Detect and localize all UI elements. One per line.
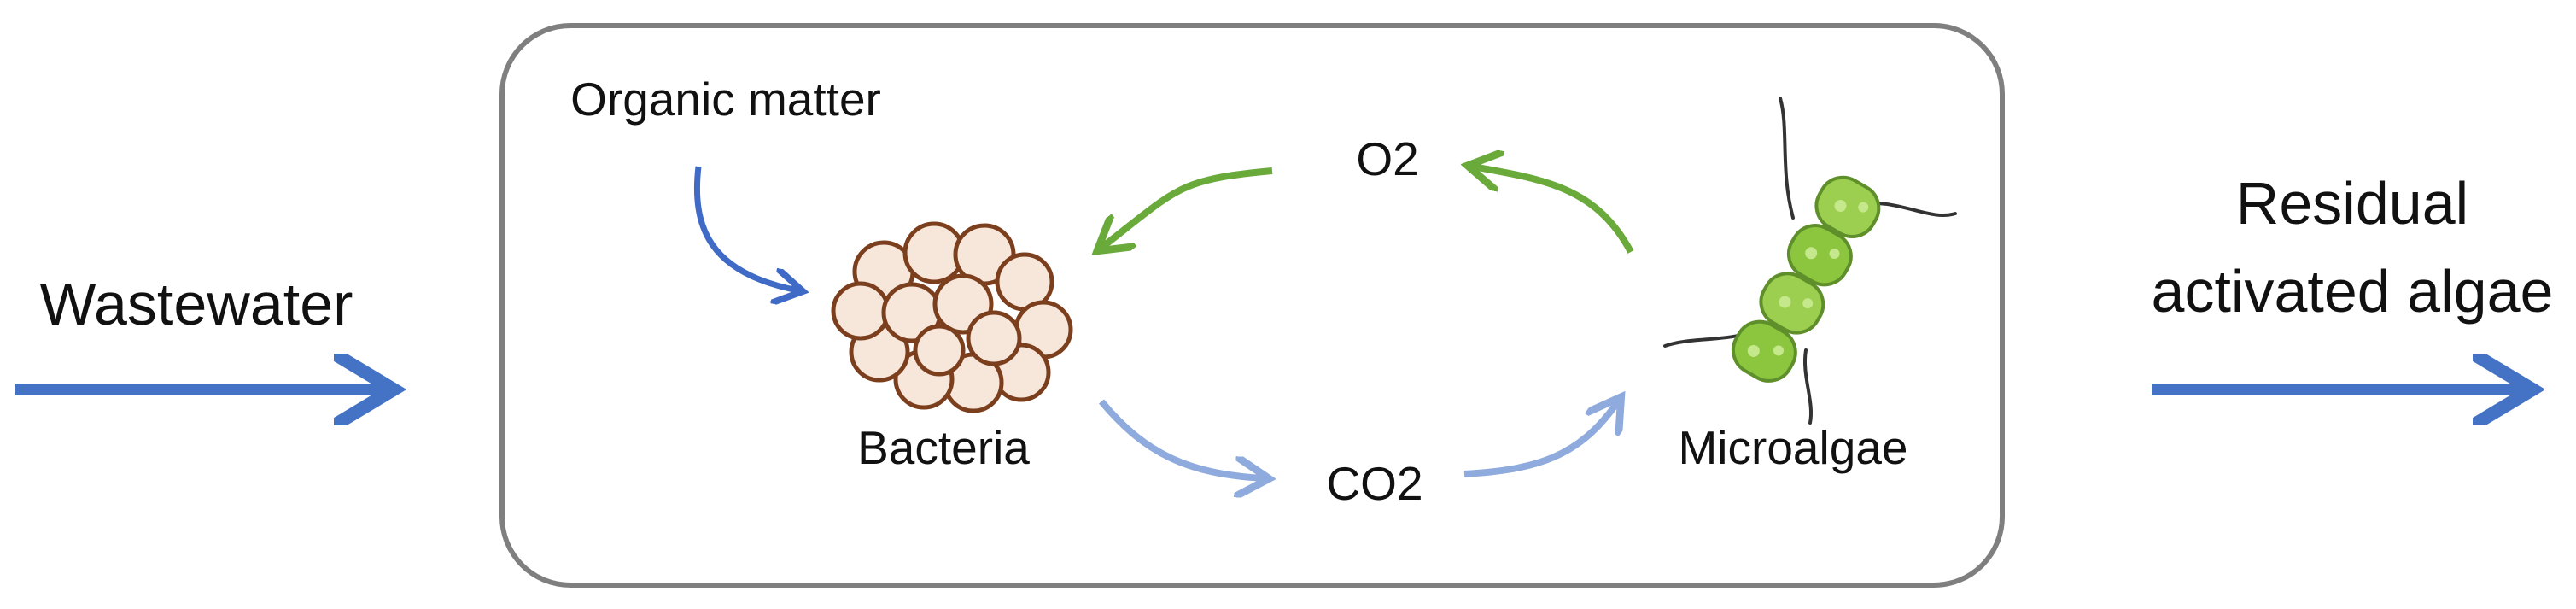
bacteria-label: Bacteria <box>857 421 1030 474</box>
microalgae-label: Microalgae <box>1678 421 1907 474</box>
microalgae-to-o2-arrow <box>1473 167 1634 254</box>
bacteria-to-co2-arrow <box>1098 399 1264 478</box>
input-label: Wastewater <box>40 271 353 337</box>
reactor-box <box>499 23 2005 588</box>
output-label-line2: activated algae <box>2152 258 2554 325</box>
o2-label: O2 <box>1356 132 1418 185</box>
o2-to-bacteria-arrow <box>1101 167 1273 248</box>
organic-matter-label: Organic matter <box>570 73 881 126</box>
microalgae-cell-icon <box>1663 97 1957 425</box>
organic-matter-arrow <box>693 166 798 290</box>
co2-to-microalgae-arrow <box>1463 401 1618 477</box>
co2-label: CO2 <box>1326 457 1422 510</box>
bacteria-cluster-icon <box>831 221 1073 413</box>
output-label-line1: Residual <box>2236 170 2468 237</box>
